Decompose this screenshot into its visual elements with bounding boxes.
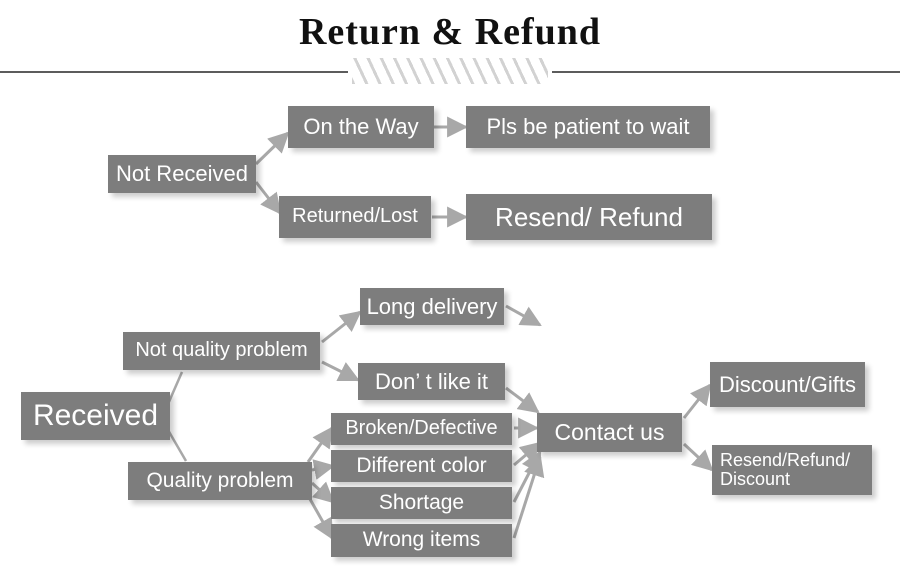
arrow-longdelivery-contact — [505, 304, 542, 327]
arrow-dontlike-contact — [505, 386, 540, 414]
arrow-contact-discountgifts — [682, 383, 712, 419]
node-label: Discount/Gifts — [719, 371, 856, 397]
node-label-line-2: Discount — [720, 469, 791, 489]
header-banner: Return & Refund — [0, 0, 900, 92]
page-title: Return & Refund — [298, 11, 602, 53]
node-label: Wrong items — [362, 528, 481, 552]
node-resend-refund-discount[interactable]: Resend/Refund/ Discount — [712, 445, 872, 495]
node-label: Different color — [356, 453, 487, 477]
node-returned-lost[interactable]: Returned/Lost — [279, 196, 431, 238]
node-label: Not Received — [115, 161, 249, 187]
node-contact-us[interactable]: Contact us — [537, 413, 682, 452]
node-shortage[interactable]: Shortage — [331, 487, 512, 519]
node-label: Resend/ Refund — [495, 201, 683, 232]
arrow-shortage-contact — [512, 450, 542, 503]
node-resend-refund[interactable]: Resend/ Refund — [466, 194, 712, 240]
divider-hatch-ornament — [352, 58, 548, 84]
node-pls-be-patient-to-wait[interactable]: Pls be patient to wait — [466, 106, 710, 148]
node-different-color[interactable]: Different color — [331, 450, 512, 482]
node-label: Returned/Lost — [292, 205, 418, 228]
node-label: Not quality problem — [135, 339, 308, 362]
arrow-wrongitems-contact — [512, 455, 545, 539]
node-label: Long delivery — [366, 293, 498, 319]
arrow-notreceived-ontheway — [254, 131, 290, 166]
node-label: Received — [32, 398, 159, 432]
node-label: Broken/Defective — [345, 417, 498, 440]
node-long-delivery[interactable]: Long delivery — [360, 288, 504, 325]
node-dont-like-it[interactable]: Don’ t like it — [358, 363, 505, 400]
node-label-line-1: Resend/Refund/ — [720, 449, 851, 470]
node-broken-defective[interactable]: Broken/Defective — [331, 413, 512, 445]
node-label: Don’ t like it — [375, 368, 488, 394]
node-not-received[interactable]: Not Received — [108, 155, 256, 193]
arrow-quality-shortage — [310, 481, 335, 504]
node-quality-problem[interactable]: Quality problem — [128, 462, 312, 500]
node-received[interactable]: Received — [21, 392, 170, 440]
arrow-quality-broken — [306, 426, 334, 463]
node-label: On the Way — [303, 114, 419, 140]
line-received-quality — [166, 429, 188, 462]
divider-rule-left — [0, 71, 348, 73]
arrow-quality-differentcolor — [311, 459, 336, 480]
node-discount-gifts[interactable]: Discount/Gifts — [710, 362, 865, 407]
arrow-contact-resendrefunddiscount — [682, 442, 714, 472]
node-label: Contact us — [554, 419, 665, 446]
arrow-notquality-longdelivery — [321, 310, 362, 344]
line-received-notquality — [166, 371, 184, 405]
node-on-the-way[interactable]: On the Way — [288, 106, 434, 148]
divider-rule-right — [552, 71, 900, 73]
node-label: Shortage — [378, 490, 465, 514]
node-label: Pls be patient to wait — [486, 114, 690, 140]
node-not-quality-problem[interactable]: Not quality problem — [123, 332, 320, 370]
arrow-notquality-dontlike — [321, 360, 360, 382]
node-wrong-items[interactable]: Wrong items — [331, 524, 512, 557]
node-label: Quality problem — [146, 468, 294, 492]
arrow-notreceived-returnedlost — [254, 181, 282, 215]
